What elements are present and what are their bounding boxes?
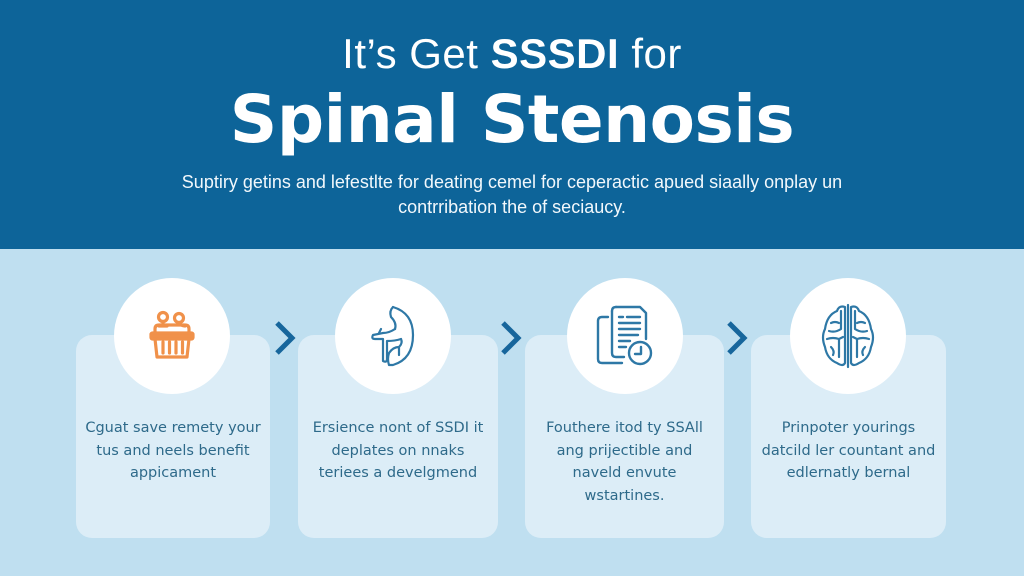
title-prefix: It’s Get [342,30,491,77]
step-3-text: Fouthere itod ty SSAll ang prijectible a… [546,420,703,504]
page-title: Spinal Stenosis [229,81,795,158]
step-1-text: Cguat save remety your tus and neels ben… [85,420,261,481]
step-1-icon-circle [114,278,230,394]
title-line-1: It’s Get SSSDI for [0,30,1024,78]
brain-icon [821,303,875,369]
title-bold-acronym: SSSDI [490,30,620,77]
title-suffix: for [619,30,682,77]
step-4-text: Prinpoter yourings datcild ler countant … [761,420,936,481]
document-clock-icon [596,305,653,366]
step-2-text: Ersience nont of SSDI it deplates on nna… [312,420,484,481]
step-card-3: Fouthere itod ty SSAll ang prijectible a… [525,335,724,538]
steps-section: Cguat save remety your tus and neels ben… [0,249,1024,576]
chevron-right-icon [727,321,748,355]
subtitle: Suptiry getins and lefestlte for deating… [181,172,843,217]
kidney-icon [371,305,415,367]
chevron-right-icon [501,321,522,355]
header-banner: It’s Get SSSDI for Spinal Stenosis Supti… [0,0,1024,249]
step-4-icon-circle [790,278,906,394]
step-3-icon-circle [567,278,683,394]
chevron-right-icon [275,321,296,355]
step-2-icon-circle [335,278,451,394]
basket-icon [149,310,195,359]
